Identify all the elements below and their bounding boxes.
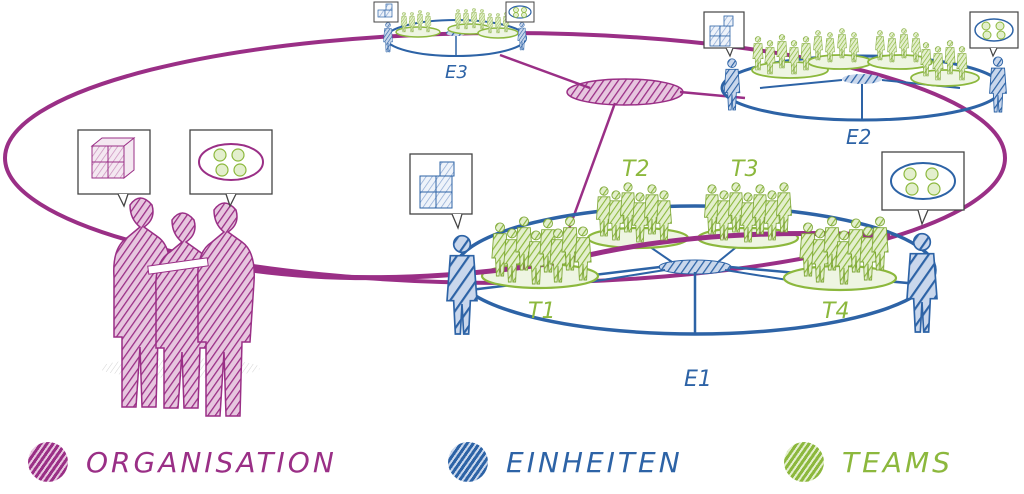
team-member	[956, 46, 968, 81]
team-member	[400, 12, 408, 33]
team-member	[704, 184, 720, 235]
e2-bubble-left	[703, 11, 745, 58]
spoke-org-e1	[563, 102, 617, 241]
label-t2: T2	[622, 157, 649, 182]
unit-e1-hub	[658, 259, 732, 275]
leadership-group	[100, 197, 260, 417]
team-member	[764, 40, 776, 75]
team-member	[776, 182, 792, 233]
team-member	[752, 36, 764, 71]
label-e3: E3	[445, 62, 468, 83]
cube-grid-icon	[90, 136, 136, 180]
team-member	[813, 30, 823, 61]
cube-stack-icon	[709, 15, 734, 47]
team-member	[716, 190, 732, 241]
team-member	[494, 13, 502, 34]
legend-item-einheiten: EINHEITEN	[448, 440, 683, 484]
team-member	[887, 32, 897, 63]
unit-manager-e3-left	[383, 22, 393, 53]
e3-bubble-right	[505, 1, 535, 23]
legend-item-organisation: ORGANISATION	[28, 440, 337, 484]
cube-stack-icon	[377, 3, 393, 18]
team-member	[416, 10, 424, 31]
team-member	[849, 32, 859, 63]
legend-dot-teams	[784, 442, 824, 482]
label-t3: T3	[731, 157, 758, 182]
label-e2: E2	[846, 125, 871, 149]
team-member	[825, 32, 835, 63]
org-bubble-right	[189, 129, 273, 208]
team-member	[462, 9, 470, 30]
team-member	[478, 9, 486, 30]
team-member	[932, 46, 944, 81]
label-t1: T1	[528, 299, 555, 324]
team-member	[408, 12, 416, 33]
unit-manager-e2-right	[989, 56, 1007, 113]
legend-label-einheiten: EINHEITEN	[506, 445, 683, 479]
legend-dot-organisation	[28, 442, 68, 482]
managers-layer	[383, 22, 1007, 335]
people-layer	[400, 8, 968, 285]
legend-label-teams: TEAMS	[842, 445, 953, 479]
team-member	[764, 190, 780, 241]
circular-teams-icon	[890, 162, 956, 200]
team-member	[899, 28, 909, 59]
organisation-hub	[566, 78, 684, 106]
team-member	[799, 222, 817, 277]
team-member	[871, 216, 889, 271]
unit-manager-e3-right	[517, 22, 527, 51]
e1-bubble-left	[409, 153, 473, 230]
team-member	[788, 40, 800, 75]
org-bubble-left	[77, 129, 151, 208]
team-member	[424, 12, 432, 33]
unit-manager-e1-left	[446, 234, 478, 335]
team-member	[632, 192, 648, 243]
team-member	[728, 182, 744, 233]
legend-dot-einheiten	[448, 442, 488, 482]
team-member	[875, 30, 885, 61]
team-member	[470, 8, 478, 29]
team-member	[800, 36, 812, 71]
circular-teams-icon	[508, 5, 532, 19]
team-member	[608, 190, 624, 241]
e1-bubble-right	[881, 151, 965, 226]
team-member	[776, 34, 788, 69]
label-e1: E1	[684, 367, 712, 392]
legend-item-teams: TEAMS	[784, 440, 953, 484]
team-member	[596, 186, 612, 237]
label-t4: T4	[822, 299, 849, 324]
e3-bubble-left	[373, 1, 399, 23]
team-member	[656, 190, 672, 241]
circular-teams-icon	[198, 143, 264, 181]
circular-teams-icon	[974, 18, 1014, 42]
legend-label-organisation: ORGANISATION	[86, 445, 337, 479]
unit-manager-e1-right	[906, 232, 938, 333]
team-member	[454, 9, 462, 30]
cube-stack-icon	[419, 161, 455, 209]
unit-manager-e2-left	[723, 58, 741, 111]
team-member	[574, 226, 592, 281]
team-member	[837, 28, 847, 59]
team-member	[944, 40, 956, 75]
team-member	[911, 32, 921, 63]
legend: ORGANISATION EINHEITEN TEAMS	[0, 432, 1024, 494]
e2-bubble-right	[969, 11, 1019, 58]
team-member	[486, 13, 494, 34]
team-member	[920, 42, 932, 77]
spoke-org-e3	[499, 53, 591, 90]
team-member	[740, 192, 756, 243]
